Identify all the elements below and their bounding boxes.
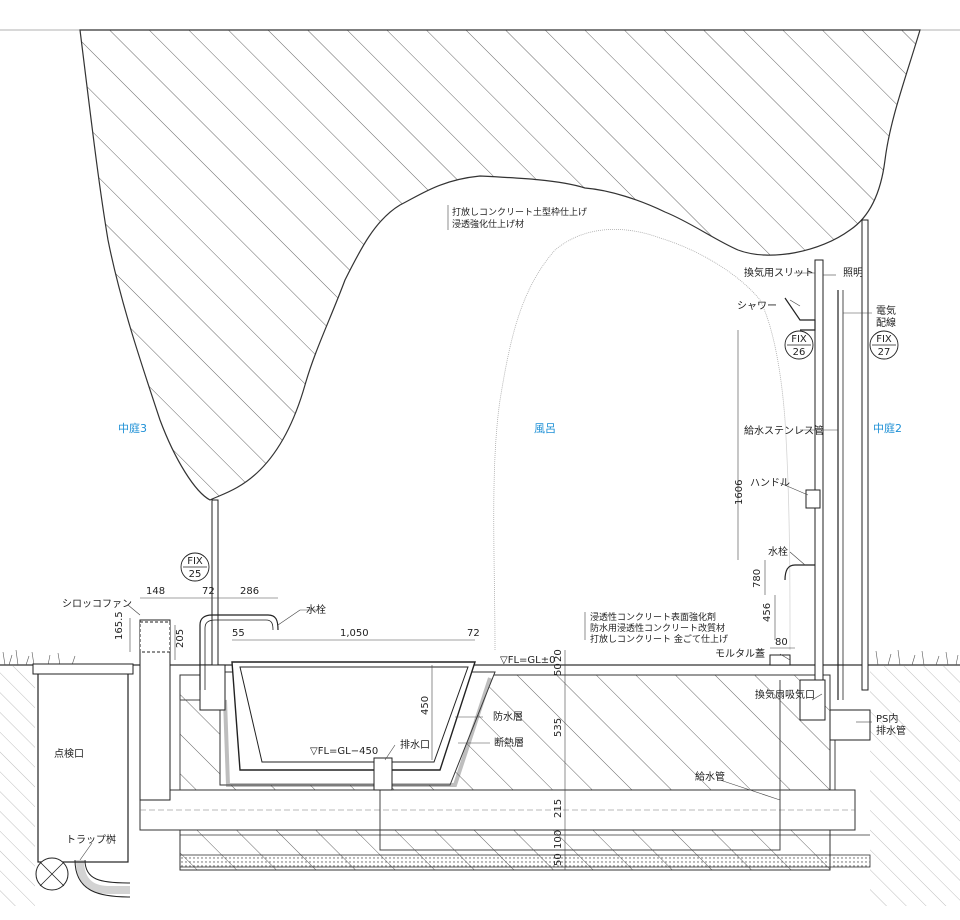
label-inspection: 点検口 xyxy=(54,747,84,760)
dim-50b: 50 xyxy=(553,853,564,866)
bathtub-inner xyxy=(239,666,469,763)
label-ps-2: 排水管 xyxy=(876,724,906,737)
grass-left xyxy=(2,649,76,666)
dim-1050: 1,050 xyxy=(340,628,369,639)
label-vent-slit: 換気用スリット xyxy=(744,266,814,279)
label-shower: シャワー xyxy=(737,301,777,312)
sirocco-fan-box xyxy=(139,621,171,653)
svg-text:FIX: FIX xyxy=(187,556,203,567)
dim-72a: 72 xyxy=(202,586,215,597)
inspection-chamber xyxy=(37,671,129,863)
grass-right xyxy=(875,649,959,666)
inspection-chamber-top xyxy=(32,663,134,675)
dim-1606: 1606 xyxy=(734,480,745,505)
dim-72b: 72 xyxy=(467,628,480,639)
space-label-courtyard-right: 中庭2 xyxy=(873,421,902,435)
shower-head xyxy=(784,297,816,331)
dim-148: 148 xyxy=(146,586,165,597)
right-wall-outer xyxy=(861,219,869,691)
insulation-layer xyxy=(223,677,492,787)
dim-80: 80 xyxy=(775,637,788,648)
label-supply-stainless: 給水ステンレス管 xyxy=(744,424,824,437)
label-floor-finish-3: 打放しコンクリート 金ごて仕上げ xyxy=(590,633,728,645)
dim-456: 456 xyxy=(762,603,773,622)
label-supply-pipe: 給水管 xyxy=(695,770,725,783)
ps-box xyxy=(829,709,871,741)
handle-fixture xyxy=(805,489,821,509)
leader-lines xyxy=(79,205,872,861)
space-label-bath: 風呂 xyxy=(534,422,556,435)
label-sirocco-fan: シロッコファン xyxy=(62,599,132,610)
dim-50a: 50 xyxy=(553,663,564,676)
fix-marker-26: FIX 26 xyxy=(784,330,814,360)
label-mortar-cap: モルタル蓋 xyxy=(715,648,765,660)
label-fl-top: ▽FL=GL±0 xyxy=(500,655,555,666)
label-electrical-1: 電気 xyxy=(876,304,896,317)
label-electrical-2: 配線 xyxy=(876,316,896,329)
dim-1655: 165.5 xyxy=(114,611,125,640)
space-label-courtyard-left: 中庭3 xyxy=(118,421,147,435)
label-waterproof: 防水層 xyxy=(493,710,523,723)
label-lighting: 照明 xyxy=(843,267,863,279)
label-ceiling-finish-2: 浸透強化仕上げ材 xyxy=(452,218,524,230)
dim-215: 215 xyxy=(553,799,564,818)
earth-right xyxy=(870,666,960,906)
dim-205: 205 xyxy=(175,629,186,648)
svg-text:25: 25 xyxy=(189,569,202,580)
fix-marker-27: FIX 27 xyxy=(869,330,899,360)
label-handle: ハンドル xyxy=(750,478,790,489)
left-wall-base xyxy=(199,664,226,711)
gravel-layer xyxy=(179,854,871,868)
svg-text:FIX: FIX xyxy=(876,334,892,345)
label-floor-finish-2: 防水用浸透性コンクリート改質材 xyxy=(590,622,725,634)
trap-pipe xyxy=(76,859,130,894)
ceiling-mass xyxy=(79,29,921,501)
svg-text:27: 27 xyxy=(878,347,891,358)
label-drain: 排水口 xyxy=(400,738,430,751)
drain-outlet xyxy=(373,757,393,791)
dim-780: 780 xyxy=(752,569,763,588)
faucet-left-pipe xyxy=(199,614,279,690)
dim-450: 450 xyxy=(420,696,431,715)
svg-text:26: 26 xyxy=(793,347,806,358)
shower-mist-outline xyxy=(493,229,791,651)
label-trap: トラップ桝 xyxy=(66,833,116,846)
label-faucet-left: 水栓 xyxy=(306,603,326,616)
dim-55: 55 xyxy=(232,628,245,639)
label-fl-bottom: ▽FL=GL−450 xyxy=(310,746,378,757)
svg-text:FIX: FIX xyxy=(791,334,807,345)
label-insulation: 断熱層 xyxy=(494,736,524,749)
label-floor-finish-1: 浸透性コンクリート表面強化剤 xyxy=(590,611,716,623)
earth-left xyxy=(0,666,35,906)
dim-100: 100 xyxy=(553,830,564,849)
mortar-cap-shape xyxy=(769,654,791,666)
dim-286: 286 xyxy=(240,586,259,597)
dimension-lines xyxy=(129,330,795,870)
dim-535: 535 xyxy=(553,718,564,737)
label-faucet-right: 水栓 xyxy=(768,545,788,558)
dim-20: 20 xyxy=(553,649,564,662)
fix-marker-25: FIX 25 xyxy=(180,552,210,582)
label-ceiling-finish-1: 打放しコンクリート土型枠仕上げ xyxy=(452,206,587,218)
faucet-right xyxy=(784,564,815,581)
label-ps-1: PS内 xyxy=(876,712,898,725)
label-vent-intake: 換気扇吸気口 xyxy=(755,688,815,701)
